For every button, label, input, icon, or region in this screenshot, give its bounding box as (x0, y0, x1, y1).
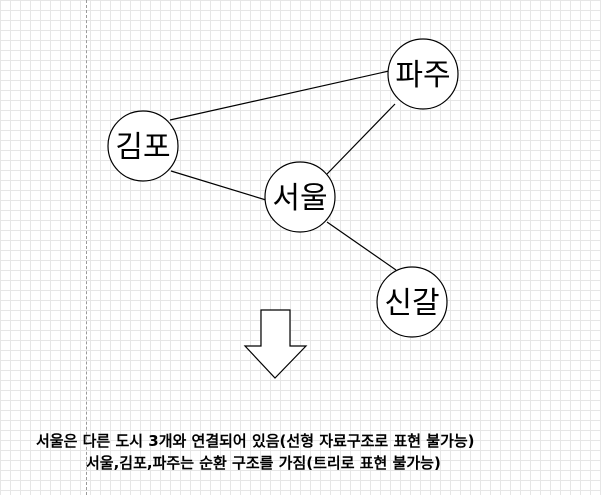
edge-gimpo-paju (169, 70, 390, 121)
edge-gimpo-seoul (170, 170, 267, 201)
down-arrow-shape (243, 309, 308, 379)
node-seoul[interactable]: 서울 (264, 161, 336, 233)
node-label: 신갈 (384, 286, 439, 321)
node-label: 서울 (272, 181, 327, 216)
edges (169, 70, 397, 271)
node-gimpo[interactable]: 김포 (107, 110, 179, 182)
node-paju[interactable]: 파주 (387, 38, 459, 110)
page-guide-line (86, 0, 87, 495)
caption-line-1: 서울은 다른 도시 3개와 연결되어 있음(선형 자료구조로 표현 불가능) (36, 432, 475, 450)
edge-seoul-paju (326, 103, 396, 175)
node-singal[interactable]: 신갈 (376, 266, 448, 338)
node-label: 김포 (115, 130, 170, 165)
edge-seoul-singal (326, 221, 397, 271)
node-label: 파주 (395, 58, 450, 93)
caption-line-2: 서울,김포,파주는 순환 구조를 가짐(트리로 표현 불가능) (86, 454, 441, 472)
